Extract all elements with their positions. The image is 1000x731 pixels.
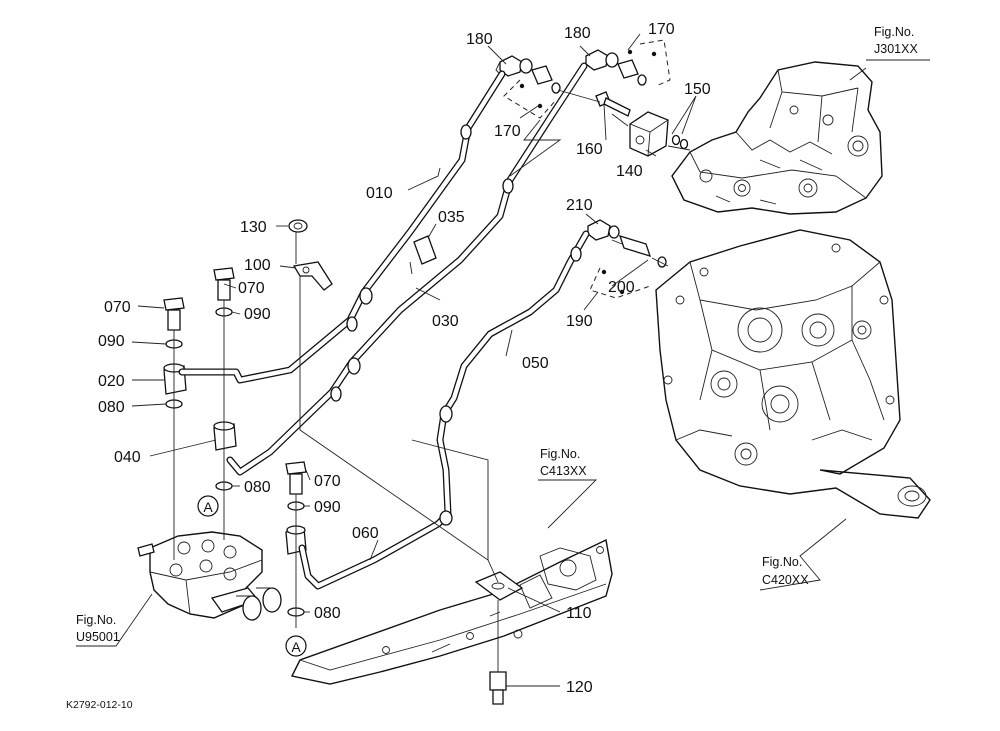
part-label-080b[interactable]: 080 [244, 479, 271, 496]
part-label-100[interactable]: 100 [244, 257, 271, 274]
distribution-block-140 [629, 111, 669, 157]
part-label-030[interactable]: 030 [432, 313, 459, 330]
part-label-180b[interactable]: 180 [564, 25, 591, 42]
part-label-170a[interactable]: 170 [648, 21, 675, 38]
fig-ref-u950-code: U95001 [76, 630, 120, 644]
adapter-200 [618, 235, 667, 268]
figure-reference-c413xx[interactable]: Fig.No. C413XX [540, 447, 587, 478]
diagram-code: K2792-012-10 [66, 699, 133, 711]
fig-ref-j301-prefix: Fig.No. [874, 25, 914, 39]
adapter-170b [617, 59, 647, 86]
group-bracket-190 [589, 267, 651, 299]
marker-a-bottom: A [285, 635, 307, 657]
part-label-130[interactable]: 130 [240, 219, 267, 236]
part-label-080a[interactable]: 080 [98, 399, 125, 416]
part-label-020[interactable]: 020 [98, 373, 125, 390]
fig-ref-c420-code: C420XX [762, 573, 809, 587]
fig-ref-c413-code: C413XX [540, 464, 587, 478]
bracket-110 [474, 571, 524, 601]
figure-reference-c420xx[interactable]: Fig.No. C420XX [762, 555, 809, 587]
reference-lines [173, 89, 691, 672]
part-labels: 180 180 170 170 150 160 140 010 035 130 … [98, 21, 711, 696]
hydraulic-tubes [178, 62, 590, 590]
marker-a-bottom-text: A [291, 639, 301, 655]
group-bracket-170a [503, 79, 557, 119]
figure-reference-j301xx[interactable]: Fig.No. J301XX [874, 25, 918, 56]
o-rings-150 [671, 134, 689, 150]
marker-a-top: A [197, 495, 219, 517]
part-label-010[interactable]: 010 [366, 185, 393, 202]
adapter-170a [531, 65, 561, 94]
upper-housing-casting [671, 61, 883, 215]
part-label-150[interactable]: 150 [684, 81, 711, 98]
part-label-050[interactable]: 050 [522, 355, 549, 372]
banjo-040 [213, 421, 237, 451]
part-label-180a[interactable]: 180 [466, 31, 493, 48]
part-label-200[interactable]: 200 [608, 279, 635, 296]
part-label-070c[interactable]: 070 [314, 473, 341, 490]
marker-a-top-text: A [203, 499, 213, 515]
part-label-210[interactable]: 210 [566, 197, 593, 214]
part-label-090c[interactable]: 090 [314, 499, 341, 516]
part-label-040[interactable]: 040 [114, 449, 141, 466]
part-label-070a[interactable]: 070 [104, 299, 131, 316]
seal-dots [519, 49, 657, 295]
fig-ref-j301-code: J301XX [874, 42, 918, 56]
part-label-080c[interactable]: 080 [314, 605, 341, 622]
part-label-090b[interactable]: 090 [244, 306, 271, 323]
grommet-130 [288, 219, 308, 233]
bolt-120 [489, 671, 507, 705]
figure-reference-u95001[interactable]: Fig.No. U95001 [76, 613, 120, 644]
control-valve-body [137, 531, 282, 621]
elbow-fitting-180b [585, 49, 619, 71]
fig-ref-u950-prefix: Fig.No. [76, 613, 116, 627]
sleeve-035 [409, 235, 437, 275]
banjo-bolt-070c [285, 461, 307, 495]
part-label-140[interactable]: 140 [616, 163, 643, 180]
group-bracket-170b [639, 39, 671, 87]
part-label-160[interactable]: 160 [576, 141, 603, 158]
floor-plate [290, 538, 613, 685]
leader-lines [76, 33, 930, 687]
elbow-fitting-210 [587, 219, 620, 241]
fig-ref-c413-prefix: Fig.No. [540, 447, 580, 461]
part-label-090a[interactable]: 090 [98, 333, 125, 350]
elbow-fitting-180a [495, 55, 533, 77]
banjo-bolt-070a [163, 297, 185, 331]
part-label-070b[interactable]: 070 [238, 280, 265, 297]
part-label-170b[interactable]: 170 [494, 123, 521, 140]
part-label-120[interactable]: 120 [566, 679, 593, 696]
part-label-190[interactable]: 190 [566, 313, 593, 330]
part-label-110[interactable]: 110 [566, 605, 592, 622]
fig-ref-c420-prefix: Fig.No. [762, 555, 802, 569]
part-label-060[interactable]: 060 [352, 525, 379, 542]
bolt-160 [595, 91, 631, 117]
transmission-case-casting [655, 229, 931, 519]
part-label-035[interactable]: 035 [438, 209, 465, 226]
